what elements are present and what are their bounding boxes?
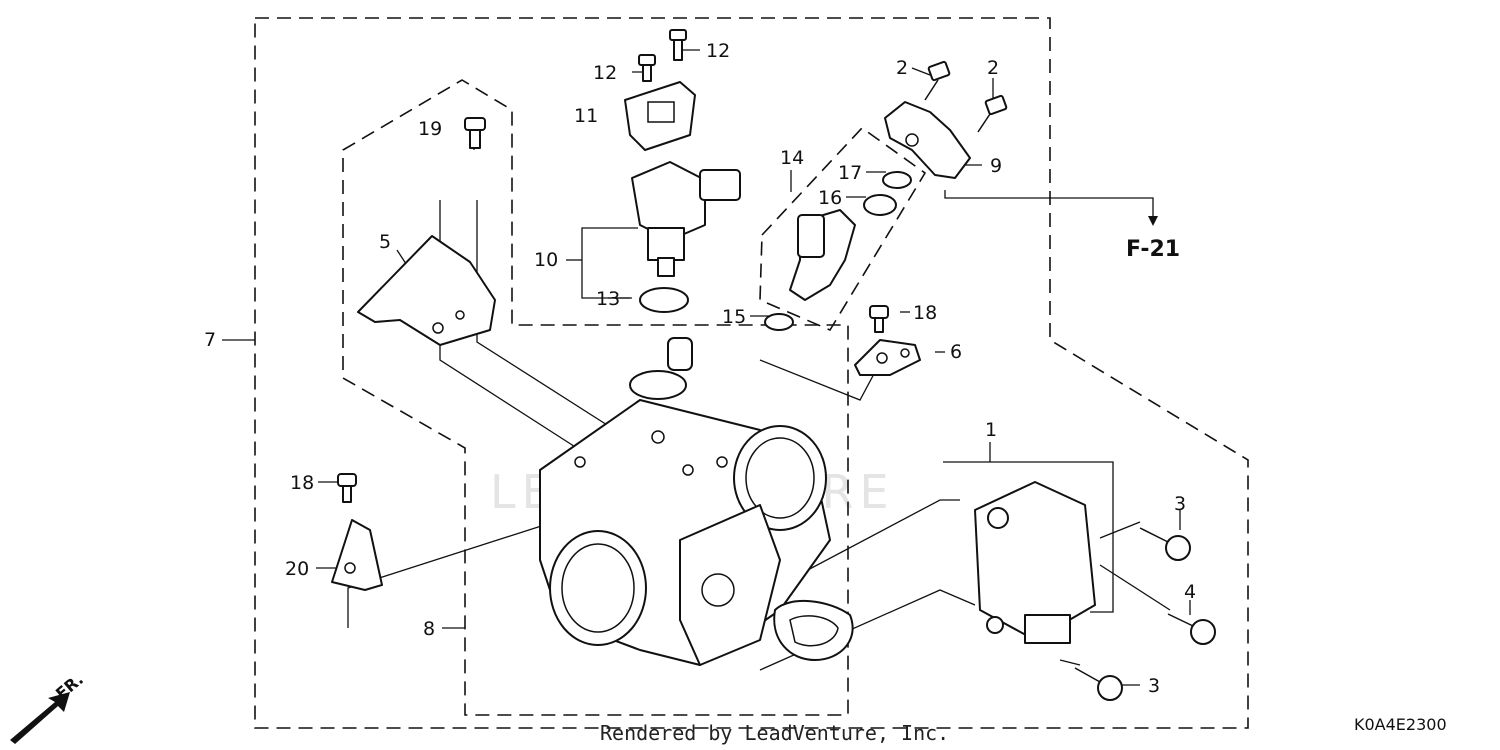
credit-text: Rendered by LeadVenture, Inc. bbox=[600, 721, 949, 745]
injector-subassembly-boundary bbox=[759, 126, 927, 332]
callout-2-right: 2 bbox=[987, 57, 999, 79]
callout-7: 7 bbox=[204, 329, 216, 351]
cover-11 bbox=[624, 81, 696, 151]
callout-14: 14 bbox=[780, 147, 804, 169]
bracket-20 bbox=[331, 519, 383, 591]
assembly-8-boundary bbox=[342, 79, 849, 716]
callout-18-left: 18 bbox=[290, 472, 314, 494]
callout-6: 6 bbox=[950, 341, 962, 363]
screw-12-lower bbox=[638, 54, 656, 82]
callout-9: 9 bbox=[990, 155, 1002, 177]
bolt-2-left bbox=[924, 60, 951, 101]
injector-14 bbox=[789, 209, 856, 301]
callout-2-left: 2 bbox=[896, 57, 908, 79]
callout-5: 5 bbox=[379, 231, 391, 253]
callout-labels: 1 2 2 3 3 4 5 6 7 8 9 10 11 12 12 13 14 … bbox=[204, 40, 1196, 697]
bolt-2-right bbox=[977, 94, 1008, 133]
joint-9 bbox=[884, 101, 971, 179]
callout-19: 19 bbox=[418, 118, 442, 140]
gasket bbox=[773, 599, 854, 661]
callout-16: 16 bbox=[818, 187, 842, 209]
callout-12-upper: 12 bbox=[706, 40, 730, 62]
callout-15: 15 bbox=[722, 306, 746, 328]
bolt-3-lower bbox=[1074, 667, 1123, 701]
bracket-5 bbox=[357, 235, 496, 346]
throttle-position-sensor bbox=[974, 481, 1096, 644]
screw-18-left bbox=[337, 473, 357, 503]
screw-18-right bbox=[869, 305, 889, 333]
callout-4: 4 bbox=[1184, 581, 1196, 603]
bolt-4 bbox=[1167, 613, 1216, 645]
callout-11: 11 bbox=[574, 105, 598, 127]
callout-3-upper: 3 bbox=[1174, 493, 1186, 515]
callout-3-lower: 3 bbox=[1148, 675, 1160, 697]
callout-20: 20 bbox=[285, 558, 309, 580]
screw-12-upper bbox=[669, 29, 687, 61]
callout-13: 13 bbox=[596, 288, 620, 310]
reference-label: F-21 bbox=[1126, 237, 1180, 262]
callout-17: 17 bbox=[838, 162, 862, 184]
diagram-code: K0A4E2300 bbox=[1354, 715, 1447, 734]
bolt-3-upper bbox=[1139, 527, 1191, 561]
callout-12-lower: 12 bbox=[593, 62, 617, 84]
callout-1: 1 bbox=[985, 419, 997, 441]
screw-19 bbox=[464, 117, 486, 149]
assembly-7-boundary bbox=[254, 17, 1249, 729]
callout-8: 8 bbox=[423, 618, 435, 640]
map-sensor-10 bbox=[631, 161, 741, 277]
o-ring-15 bbox=[764, 313, 794, 331]
callout-10: 10 bbox=[534, 249, 558, 271]
front-direction-arrow bbox=[10, 692, 70, 744]
seal-16 bbox=[863, 194, 897, 216]
o-ring-17 bbox=[882, 171, 912, 189]
o-ring-13 bbox=[639, 287, 689, 313]
callout-18-right: 18 bbox=[913, 302, 937, 324]
